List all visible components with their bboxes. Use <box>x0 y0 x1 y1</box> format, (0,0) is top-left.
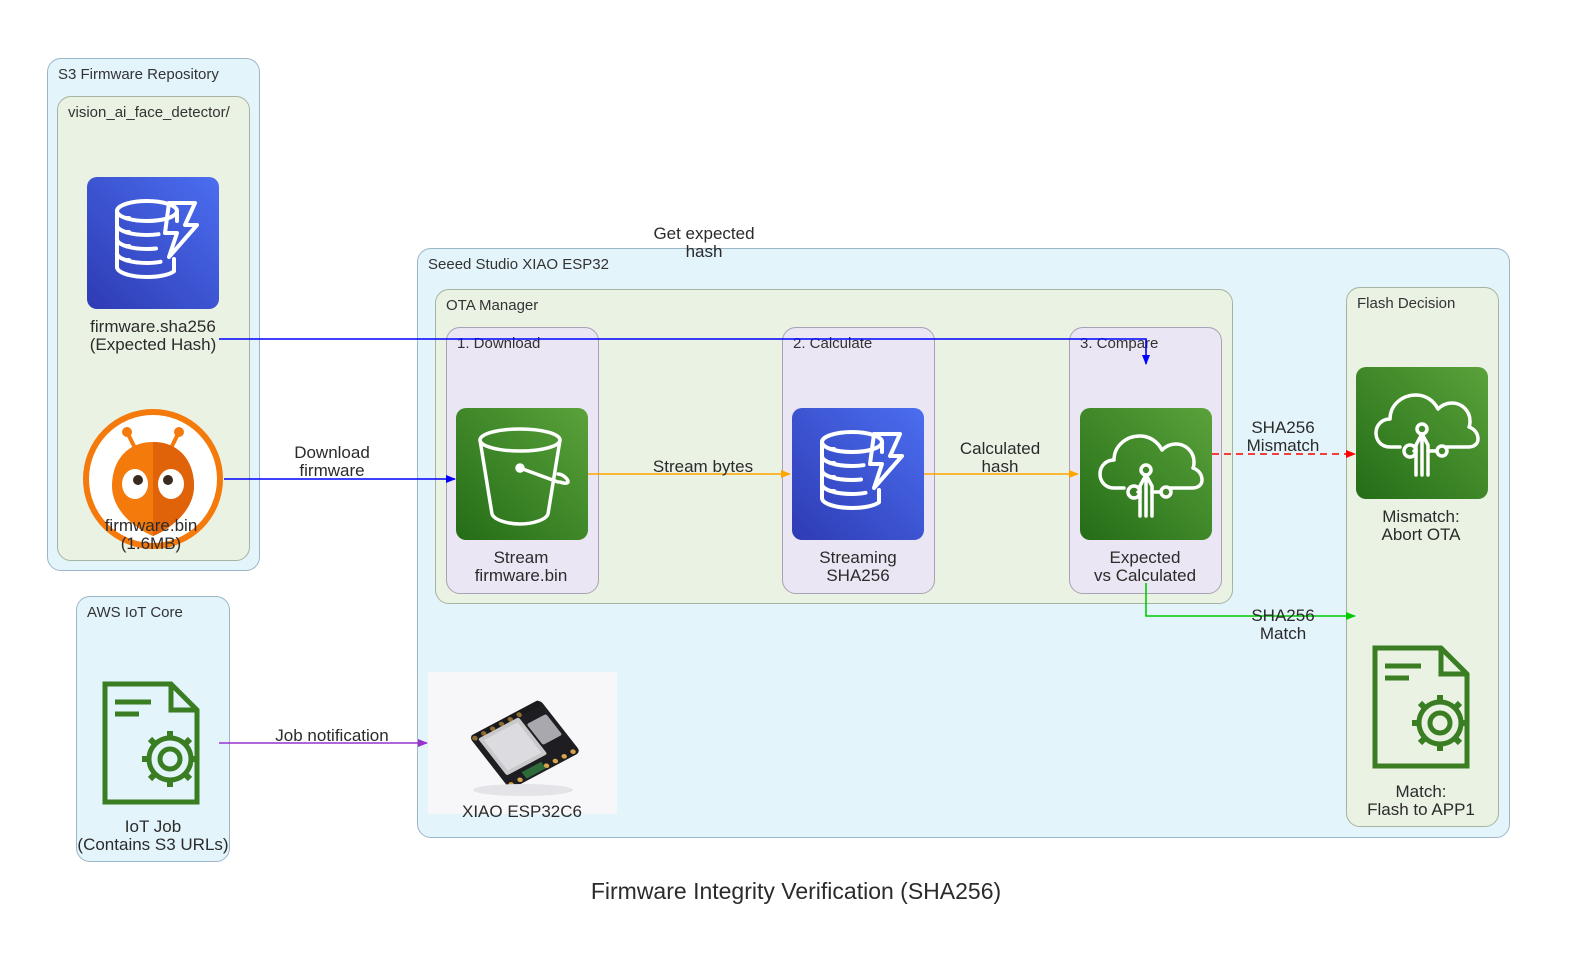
edge-label-line: Download <box>294 443 370 462</box>
cluster-label: Flash Decision <box>1357 295 1456 312</box>
node-label-line: Stream <box>493 548 549 567</box>
node-label-line: Expected <box>1109 548 1181 567</box>
node-label-mismatch: Mismatch: Abort OTA <box>1381 508 1460 544</box>
node-label-iot-job: IoT Job (Contains S3 URLs) <box>77 818 228 854</box>
cluster-label: 3. Compare <box>1080 335 1159 352</box>
node-label-line: (Contains S3 URLs) <box>77 835 229 854</box>
edge-label-line: Get expected <box>653 224 755 243</box>
node-label-stream: Stream firmware.bin <box>475 549 568 585</box>
node-label-line: Streaming <box>819 548 897 567</box>
edge-label-line: Job notification <box>275 726 389 745</box>
cloud-circuit-icon <box>1356 367 1488 499</box>
edge-label-stream-bytes: Stream bytes <box>653 458 753 476</box>
cluster-label: AWS IoT Core <box>87 604 183 621</box>
node-label-line: XIAO ESP32C6 <box>461 802 583 821</box>
node-label-line: Flash to APP1 <box>1367 800 1475 819</box>
node-label-xiao: XIAO ESP32C6 <box>462 803 582 821</box>
edge-label-get-hash: Get expected hash <box>653 225 754 261</box>
cluster-label: 2. Calculate <box>793 335 873 352</box>
node-label-line: Match: <box>1395 782 1447 801</box>
edge-label-mismatch: SHA256 Mismatch <box>1247 419 1320 455</box>
cloud-circuit-icon <box>1080 408 1212 540</box>
cluster-aws-iot-core: AWS IoT Core <box>76 596 230 862</box>
database-icon <box>792 408 924 540</box>
node-label-line: Abort OTA <box>1381 525 1461 544</box>
edge-label-download: Download firmware <box>294 444 370 480</box>
edge-label-line: Stream bytes <box>652 457 754 476</box>
node-label-line: Mismatch: <box>1382 507 1460 526</box>
edge-label-match: SHA256 Match <box>1251 607 1314 643</box>
edge-label-line: Calculated <box>959 439 1041 458</box>
cluster-label: 1. Download <box>457 335 541 352</box>
node-label-line: firmware.sha256 <box>90 317 216 336</box>
edge-label-line: SHA256 <box>1251 418 1315 437</box>
edge-label-line: Match <box>1259 624 1307 643</box>
node-label-firmware-bin: firmware.bin (1.6MB) <box>105 517 198 553</box>
node-label-streaming-sha256: Streaming SHA256 <box>819 549 896 585</box>
node-label-line: IoT Job <box>124 817 182 836</box>
database-icon <box>87 177 219 309</box>
cluster-label: OTA Manager <box>446 297 539 314</box>
document-gear-icon <box>97 680 209 806</box>
node-label-match: Match: Flash to APP1 <box>1367 783 1475 819</box>
document-gear-icon <box>1367 644 1479 770</box>
edge-label-job: Job notification <box>275 727 388 745</box>
node-label-line: firmware.bin <box>104 516 198 535</box>
bucket-icon <box>456 408 588 540</box>
node-label-line: (1.6MB) <box>120 534 182 553</box>
platformio-icon <box>82 408 224 550</box>
node-label-compare: Expected vs Calculated <box>1094 549 1196 585</box>
xiao-board-image <box>428 672 617 814</box>
cluster-label: Seeed Studio XIAO ESP32 <box>428 256 609 273</box>
edge-label-line: firmware <box>299 461 365 480</box>
node-label-firmware-sha256: firmware.sha256 (Expected Hash) <box>90 318 217 354</box>
edge-label-line: SHA256 <box>1251 606 1315 625</box>
diagram-title: Firmware Integrity Verification (SHA256) <box>590 878 1002 904</box>
node-label-line: vs Calculated <box>1093 566 1197 585</box>
node-label-line: firmware.bin <box>474 566 568 585</box>
edge-label-calculated-hash: Calculated hash <box>960 440 1040 476</box>
node-label-line: (Expected Hash) <box>89 335 217 354</box>
edge-label-line: hash <box>981 457 1019 476</box>
cluster-label: S3 Firmware Repository <box>58 66 219 83</box>
edge-label-line: hash <box>685 242 723 261</box>
node-label-line: SHA256 <box>826 566 890 585</box>
cluster-label: vision_ai_face_detector/ <box>68 104 230 121</box>
edge-label-line: Mismatch <box>1246 436 1320 455</box>
